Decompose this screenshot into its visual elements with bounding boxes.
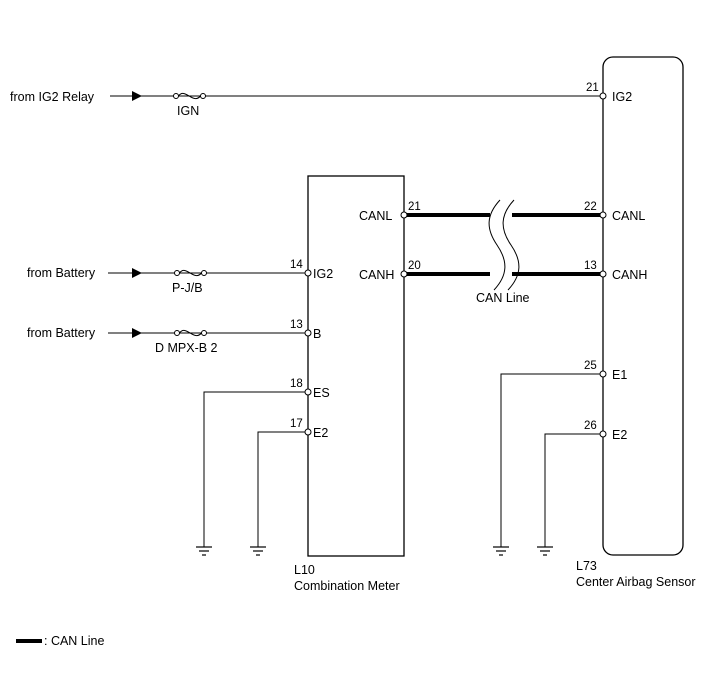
airbag-e1-pin-num: 25	[584, 360, 597, 372]
meter-es-pin-label: ES	[313, 386, 330, 400]
airbag-canl-pin-num: 22	[584, 201, 597, 213]
wire-airbag-e1	[500, 373, 600, 547]
legend-can-line-text: : CAN Line	[44, 634, 104, 648]
combination-meter-name: Combination Meter	[294, 579, 400, 593]
airbag-canh-pin-label: CANH	[612, 268, 647, 282]
meter-es-pin-num: 18	[290, 378, 303, 390]
terminal-meter-es	[304, 388, 312, 396]
source-battery-2: from Battery	[27, 326, 96, 340]
meter-canl-pin-num: 21	[408, 201, 421, 213]
airbag-sensor-box	[602, 56, 684, 556]
meter-e2-pin-num: 17	[290, 418, 303, 430]
ground-icon	[493, 546, 509, 556]
meter-e2-pin-label: E2	[313, 426, 328, 440]
ground-icon	[250, 546, 266, 556]
terminal-meter-b	[304, 329, 312, 337]
meter-b-pin-label: B	[313, 327, 321, 341]
ground-icon	[537, 546, 553, 556]
terminal-meter-canh	[400, 270, 408, 278]
airbag-ig2-pin-label: IG2	[612, 90, 632, 104]
wire-meter-e2	[257, 431, 305, 547]
can-line-break-mark	[488, 199, 520, 291]
airbag-canh-pin-num: 13	[584, 260, 597, 272]
combination-meter-code: L10	[294, 563, 315, 577]
terminal-airbag-canl	[599, 211, 607, 219]
meter-ig2-pin-num: 14	[290, 259, 303, 271]
ground-icon	[196, 546, 212, 556]
arrow-battery-2	[132, 328, 142, 338]
terminal-airbag-e2	[599, 430, 607, 438]
fuse-pjb-symbol	[174, 269, 207, 277]
airbag-e1-pin-label: E1	[612, 368, 627, 382]
terminal-airbag-canh	[599, 270, 607, 278]
terminal-meter-canl	[400, 211, 408, 219]
meter-b-pin-num: 13	[290, 319, 303, 331]
wire-airbag-e2	[544, 433, 600, 547]
fuse-pjb-label: P-J/B	[172, 281, 203, 295]
source-ig2-relay: from IG2 Relay	[10, 90, 95, 104]
airbag-canl-pin-label: CANL	[612, 209, 645, 223]
airbag-ig2-pin-num: 21	[586, 82, 599, 94]
meter-ig2-pin-label: IG2	[313, 267, 333, 281]
fuse-dmpxb2-label: D MPX-B 2	[155, 341, 218, 355]
source-battery-1: from Battery	[27, 266, 96, 280]
arrow-battery-1	[132, 268, 142, 278]
wire-meter-es	[203, 391, 305, 547]
meter-canl-pin-label: CANL	[359, 209, 392, 223]
terminal-airbag-ig2	[599, 92, 607, 100]
terminal-meter-e2	[304, 428, 312, 436]
airbag-e2-pin-num: 26	[584, 420, 597, 432]
airbag-sensor-name: Center Airbag Sensor	[576, 575, 696, 589]
airbag-sensor-code: L73	[576, 559, 597, 573]
meter-canh-pin-label: CANH	[359, 268, 394, 282]
fuse-ign-label: IGN	[177, 104, 199, 118]
fuse-dmpxb2-symbol	[174, 329, 207, 337]
airbag-e2-pin-label: E2	[612, 428, 627, 442]
terminal-meter-ig2	[304, 269, 312, 277]
meter-canh-pin-num: 20	[408, 260, 421, 272]
fuse-ign-symbol	[173, 92, 206, 100]
can-line-label: CAN Line	[476, 291, 530, 305]
arrow-ig2-relay	[132, 91, 142, 101]
terminal-airbag-e1	[599, 370, 607, 378]
combination-meter-box	[307, 175, 405, 557]
